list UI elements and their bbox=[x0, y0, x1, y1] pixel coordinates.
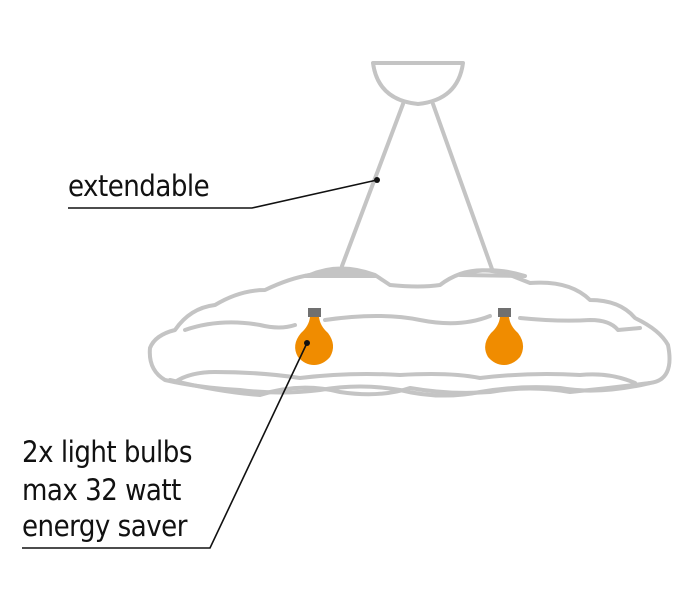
bulbs-label-line3: energy saver bbox=[22, 509, 188, 543]
ceiling-canopy bbox=[371, 61, 465, 106]
bulbs-label-line2: max 32 watt bbox=[22, 473, 181, 507]
bulbs-callout: 2x light bulbs max 32 watt energy saver bbox=[22, 340, 310, 549]
light-bulb-right bbox=[485, 308, 524, 365]
light-bulb-left bbox=[295, 308, 334, 365]
bulbs-label-line1: 2x light bulbs bbox=[22, 435, 192, 469]
suspension-rods bbox=[340, 102, 494, 271]
cloud-shade bbox=[147, 266, 672, 398]
extendable-callout: extendable bbox=[68, 169, 380, 209]
extendable-label: extendable bbox=[68, 169, 209, 203]
